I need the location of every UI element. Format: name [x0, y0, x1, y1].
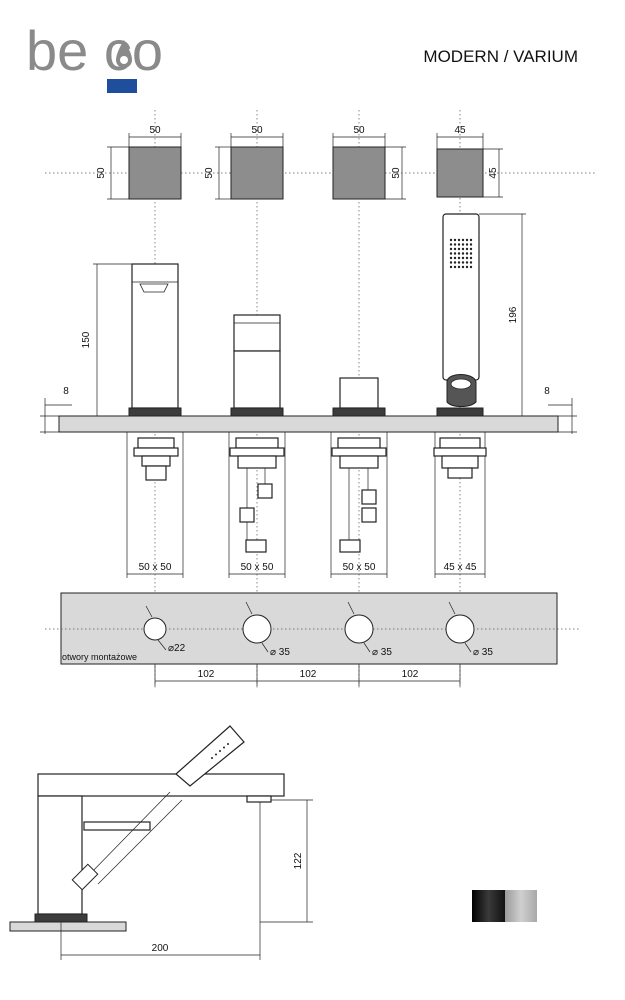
top-square-3	[332, 146, 386, 200]
top-height-2: 50	[204, 167, 215, 179]
brand-logo: be co	[26, 19, 163, 93]
hole-diameter-2: ⌀ 35	[270, 647, 290, 658]
hole-4	[445, 614, 475, 644]
mixer-body-1	[230, 314, 284, 417]
base-size-4: 45 x 45	[444, 562, 477, 573]
center-axes	[154, 110, 461, 690]
finish-black	[472, 890, 505, 922]
side-length-dim: 200	[152, 943, 169, 954]
shower-nozzles	[449, 238, 473, 269]
mounting-holes-label: otwory montażowe	[62, 652, 137, 662]
top-height-1: 50	[96, 167, 107, 179]
hole-spacing-1: 102	[198, 669, 215, 680]
side-column	[37, 795, 83, 915]
hole-spacing-2: 102	[300, 669, 317, 680]
shower-height-dim: 196	[508, 306, 519, 323]
hand-shower	[436, 213, 484, 417]
side-shower-nozzles	[211, 743, 229, 759]
hole-3	[344, 614, 374, 644]
drop-icon	[116, 40, 132, 68]
base-size-2: 50 x 50	[241, 562, 274, 573]
base-dimension-lines	[126, 432, 486, 578]
hole-2	[242, 614, 272, 644]
deck-slab	[58, 415, 559, 433]
side-hand-shower	[71, 725, 245, 891]
top-height-3: 50	[391, 167, 402, 179]
side-deck	[9, 921, 127, 932]
top-square-2	[230, 146, 284, 200]
side-height-dim: 122	[293, 852, 304, 869]
under-deck-fittings	[133, 437, 487, 553]
hole-diameter-1: ⌀22	[168, 643, 186, 654]
top-width-3: 50	[353, 125, 365, 136]
deck-offset-right: 8	[544, 386, 550, 397]
hole-spacing-3: 102	[402, 669, 419, 680]
finish-swatch	[472, 890, 537, 922]
spout-body	[128, 263, 182, 417]
side-spout	[37, 773, 285, 797]
brand-underline	[107, 79, 137, 93]
side-outlet	[246, 795, 272, 803]
base-size-1: 50 x 50	[139, 562, 172, 573]
top-width-4: 45	[454, 125, 466, 136]
side-shelf	[83, 821, 151, 831]
series-title: MODERN / VARIUM	[423, 47, 578, 66]
base-size-3: 50 x 50	[343, 562, 376, 573]
side-view: 122 200	[9, 725, 313, 960]
top-width-2: 50	[251, 125, 263, 136]
top-square-4	[436, 148, 484, 198]
top-height-4: 45	[488, 167, 499, 179]
hole-diameter-3: ⌀ 35	[372, 647, 392, 658]
hole-diameter-4: ⌀ 35	[473, 647, 493, 658]
side-base	[34, 913, 88, 923]
deck-offset-left: 8	[63, 386, 69, 397]
brand-text: be co	[26, 19, 163, 82]
finish-chrome	[505, 890, 537, 922]
front-view: 150 196	[40, 213, 577, 578]
spout-height-dim: 150	[81, 331, 92, 348]
mounting-plate: ⌀22 ⌀ 35 ⌀ 35 ⌀ 35 otwory montażowe 102 …	[45, 592, 580, 686]
top-square-1	[128, 146, 182, 200]
hole-1	[143, 617, 167, 641]
top-width-1: 50	[149, 125, 161, 136]
top-view: 50 50 50 50 50 50 45 45	[45, 125, 595, 200]
mixer-body-2	[332, 377, 386, 417]
hole-leaders	[145, 601, 472, 653]
